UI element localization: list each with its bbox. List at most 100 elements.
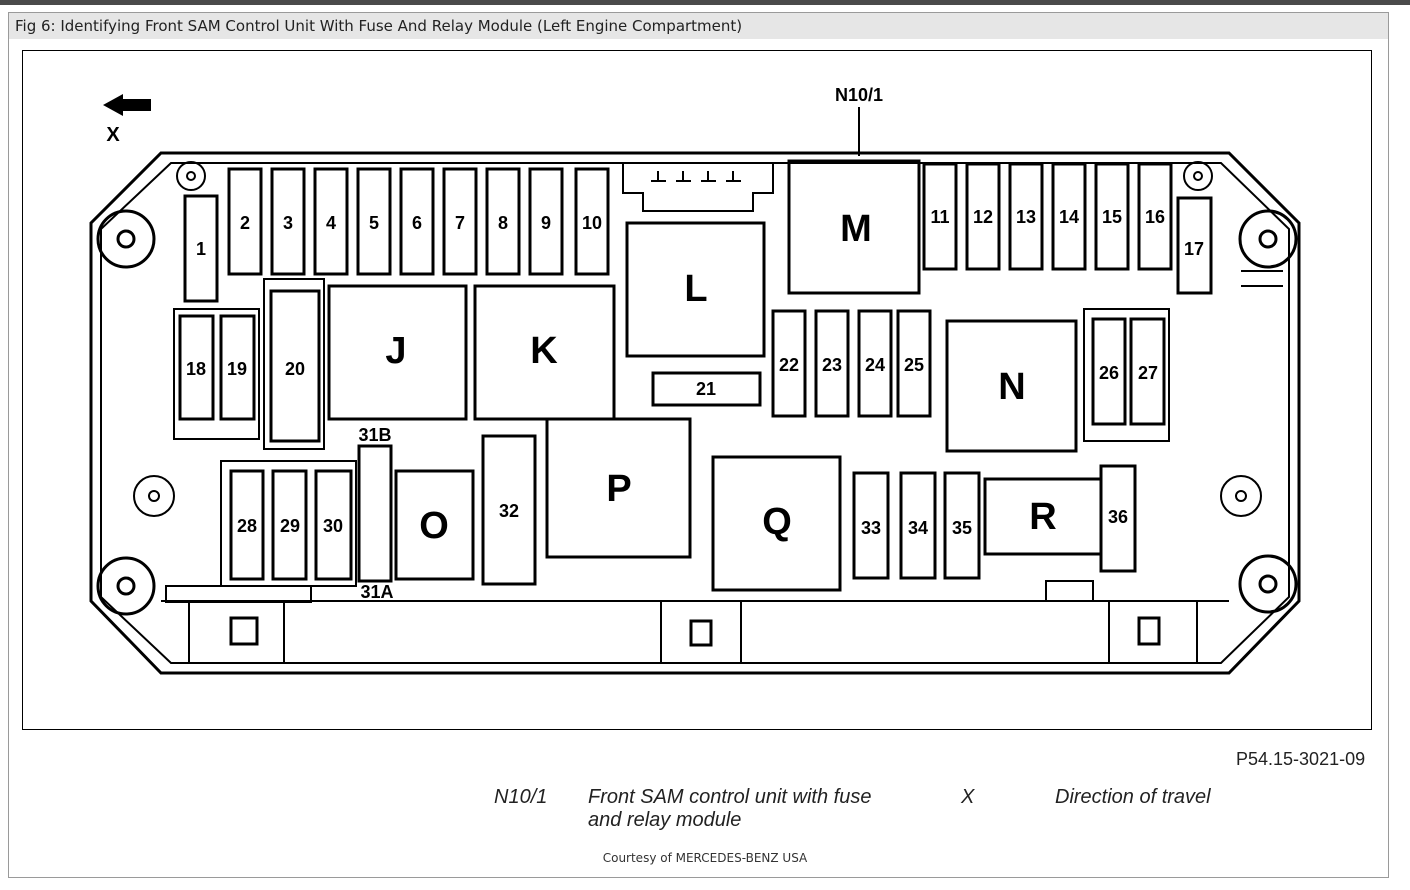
fuse-label: 6 <box>412 213 422 233</box>
fuse-1 <box>183 194 219 303</box>
relay-M <box>787 159 921 295</box>
legend-code-x: X <box>961 786 975 808</box>
fuse-label: 34 <box>908 518 928 538</box>
fuse-7 <box>442 167 478 276</box>
direction-label: X <box>106 124 120 146</box>
terminal-label-31b: 31B <box>358 425 391 445</box>
housing-inner-line <box>100 162 1290 664</box>
fuse-label: 25 <box>904 355 924 375</box>
fuse-10 <box>574 167 610 276</box>
mount-lug-bottom-right <box>1238 554 1298 614</box>
fuse-label: 18 <box>186 359 206 379</box>
fuse-2 <box>227 167 263 276</box>
relay-label: L <box>684 268 707 310</box>
fuse-label: 23 <box>822 355 842 375</box>
unit-label: N10/1 <box>835 85 883 105</box>
fuse-17 <box>1176 196 1213 295</box>
fuse-label: 17 <box>1184 239 1204 259</box>
mount-lug-top-right <box>1238 209 1298 269</box>
top-border-bar <box>0 0 1410 5</box>
relay-label: K <box>530 330 558 372</box>
fuse-23 <box>814 309 850 418</box>
relay-label: J <box>385 330 406 372</box>
fuse-18 <box>178 314 215 421</box>
reference-number: P54.15-3021-09 <box>1236 749 1366 769</box>
housing-outline <box>89 151 1301 675</box>
legend-desc-n10-1-line2: and relay module <box>588 809 742 831</box>
fuse-label: 26 <box>1099 363 1119 383</box>
fuse-label: 10 <box>582 213 602 233</box>
relay-P <box>545 417 692 559</box>
fuse-label: 22 <box>779 355 799 375</box>
diagram-frame: X N10/1 1 2 3 4 5 6 7 8 9 10 11 12 13 14… <box>22 50 1372 730</box>
fuse-25 <box>896 309 932 418</box>
fuse-3 <box>270 167 306 276</box>
relay-label: O <box>419 505 449 547</box>
relay-label: Q <box>762 501 792 543</box>
bottom-clip-right <box>1137 616 1161 646</box>
relay-N <box>945 319 1078 453</box>
fuse-label: 28 <box>237 516 257 536</box>
bottom-rail <box>161 600 1229 663</box>
fuse-30 <box>314 469 353 581</box>
fuse-8 <box>485 167 521 276</box>
relay-label: M <box>840 208 872 250</box>
relay-O <box>394 469 475 581</box>
fuse-label: 5 <box>369 213 379 233</box>
mount-lug-top-left <box>96 209 156 269</box>
fuse-label: 2 <box>240 213 250 233</box>
mount-lug-bottom-left <box>96 556 156 616</box>
figure-caption: Fig 6: Identifying Front SAM Control Uni… <box>15 17 743 35</box>
fuse-33 <box>852 471 890 580</box>
fuse-5 <box>356 167 392 276</box>
screw-mid-right <box>1220 475 1262 517</box>
fuse-label: 14 <box>1059 207 1079 227</box>
fuse-24 <box>857 309 893 418</box>
relay-R <box>983 477 1103 556</box>
fuse-14 <box>1051 162 1087 271</box>
caption-bar: Fig 6: Identifying Front SAM Control Uni… <box>9 13 1388 39</box>
fuse-label: 36 <box>1108 507 1128 527</box>
fuse-11 <box>922 162 958 271</box>
fuse-29 <box>271 469 308 581</box>
screw-top-right <box>1183 161 1213 191</box>
fuse-4 <box>313 167 349 276</box>
legend-desc-x: Direction of travel <box>1055 786 1211 808</box>
terminal-31 <box>357 444 393 583</box>
direction-arrow-icon <box>103 94 151 116</box>
legend-desc-n10-1-line1: Front SAM control unit with fuse <box>588 786 872 808</box>
fuse-35 <box>943 471 981 580</box>
connector-top <box>622 162 774 212</box>
relay-label: P <box>606 468 631 510</box>
fuse-27 <box>1129 317 1166 426</box>
fuse-label: 30 <box>323 516 343 536</box>
fuse-22 <box>771 309 807 418</box>
fuse-label: 11 <box>930 207 949 227</box>
fuse-label: 13 <box>1016 207 1036 227</box>
fuse-label: 24 <box>865 355 885 375</box>
fuse-6 <box>399 167 435 276</box>
fuse-label: 33 <box>861 518 881 538</box>
relay-label: N <box>998 366 1025 408</box>
bottom-clip-center <box>689 619 713 647</box>
bottom-clip-left <box>229 616 259 646</box>
fuse-label: 32 <box>499 501 519 521</box>
fuse-label: 8 <box>498 213 508 233</box>
fuse-label: 3 <box>283 213 293 233</box>
fuse-26 <box>1091 317 1127 426</box>
fuse-label: 35 <box>952 518 972 538</box>
fuse-label: 19 <box>227 359 247 379</box>
screw-mid-left <box>133 475 175 517</box>
fuse-16 <box>1137 162 1173 271</box>
relay-K <box>473 284 616 421</box>
fuse-label: 1 <box>196 239 206 259</box>
fuse-32 <box>481 434 537 586</box>
fuse-28 <box>229 469 265 581</box>
fuse-9 <box>528 167 564 276</box>
fuse-label: 27 <box>1138 363 1158 383</box>
fuse-12 <box>965 162 1001 271</box>
fuse-19 <box>219 314 256 421</box>
fuse-label: 16 <box>1145 207 1165 227</box>
legend-code-n10-1: N10/1 <box>494 786 548 808</box>
fuse-20 <box>269 289 321 443</box>
